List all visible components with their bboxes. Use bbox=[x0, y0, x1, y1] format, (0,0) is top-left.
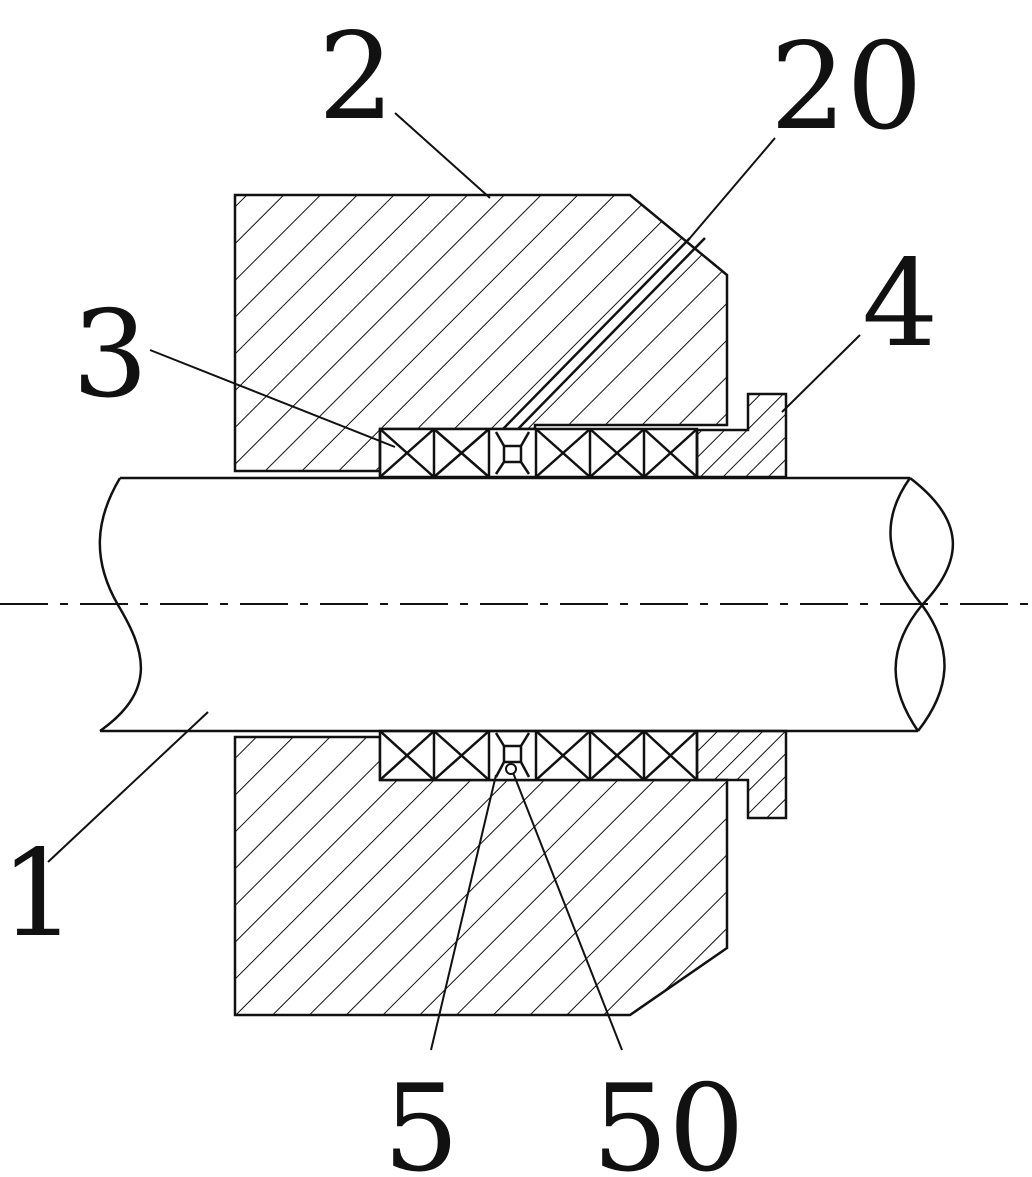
label-lantern-hole: 50 bbox=[592, 1060, 745, 1177]
packing-upper bbox=[378, 427, 699, 479]
label-shaft: 1 bbox=[0, 825, 76, 964]
label-oil-channel: 20 bbox=[770, 18, 923, 157]
housing-upper bbox=[233, 193, 729, 473]
oil-channel bbox=[501, 237, 706, 431]
lantern-ring-upper bbox=[494, 431, 531, 475]
leader-20 bbox=[689, 137, 776, 239]
label-packing: 3 bbox=[72, 286, 148, 425]
lantern-ring-lower bbox=[494, 732, 531, 778]
packing-lower bbox=[378, 729, 699, 782]
leader-lines bbox=[47, 112, 861, 1051]
leader-4 bbox=[781, 334, 861, 413]
leader-50 bbox=[511, 769, 623, 1051]
leader-5 bbox=[430, 774, 497, 1051]
leader-2 bbox=[394, 112, 491, 199]
leader-3 bbox=[149, 349, 396, 448]
label-lantern-ring: 5 bbox=[383, 1060, 459, 1177]
leader-1 bbox=[47, 711, 209, 863]
label-gland: 4 bbox=[862, 235, 938, 374]
label-housing: 2 bbox=[318, 8, 394, 147]
